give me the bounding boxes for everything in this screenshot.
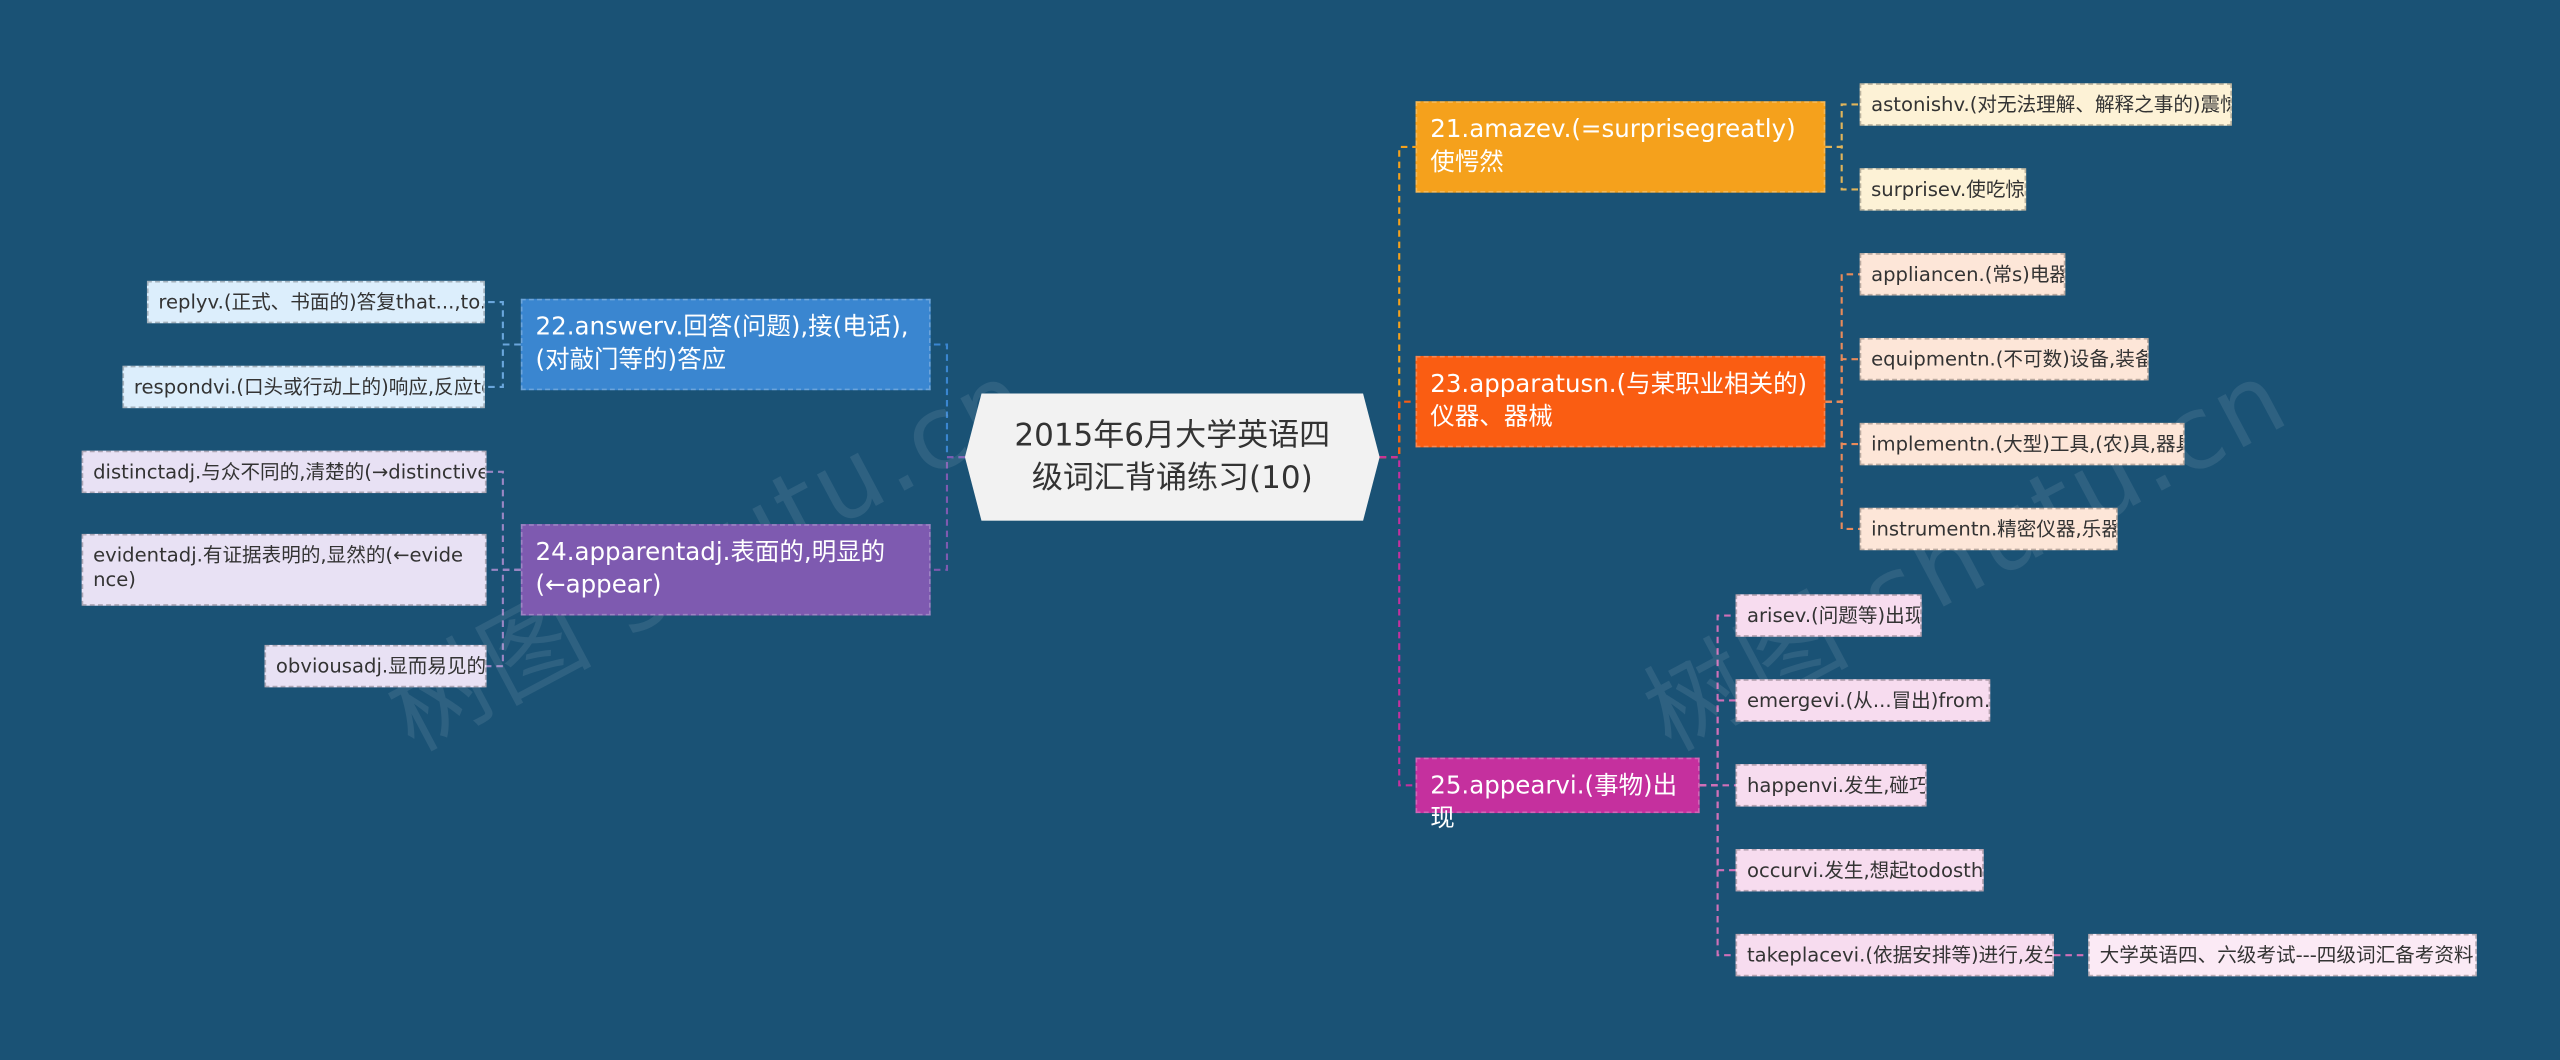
leaf-appliance[interactable]: appliancen.(常s)电器: [1859, 253, 2066, 296]
leaf-respond[interactable]: respondvi.(口头或行动上的)响应,反应to: [122, 365, 485, 409]
branch-25-appear[interactable]: 25.appearvi.(事物)出现: [1415, 757, 1700, 833]
leaf-takeplace[interactable]: takeplacevi.(依据安排等)进行,发生: [1735, 933, 2054, 977]
leaf-evident[interactable]: evidentadj.有证据表明的,显然的(←evidence): [81, 533, 487, 606]
connector-b24-obvious: [486, 568, 521, 668]
leaf-reply[interactable]: replyv.(正式、书面的)答复that...,to...: [146, 280, 485, 324]
connector-b23-leaf-3: [1825, 400, 1860, 531]
branch-24-apparent[interactable]: 24.apparentadj.表面的,明显的(←appear): [520, 524, 931, 616]
branch-23-apparatus[interactable]: 23.apparatusn.(与某职业相关的)仪器、器械: [1415, 355, 1826, 448]
connector-b25-leaf-1: [1699, 699, 1736, 787]
connector-b25-leaf-4: [1699, 784, 1736, 957]
leaf-instrument[interactable]: instrumentn.精密仪器,乐器: [1859, 507, 2118, 551]
connector-b22-respond: [484, 343, 521, 389]
leaf-equipment[interactable]: equipmentn.(不可数)设备,装备: [1859, 337, 2149, 381]
center-topic[interactable]: 2015年6月大学英语四级词汇背诵练习(10): [964, 393, 1380, 521]
connector-center-b21: [1379, 145, 1416, 459]
connector-b24-distinct: [486, 470, 521, 571]
connector-b23-leaf-1: [1825, 358, 1860, 403]
connector-b21-astonish: [1825, 103, 1860, 149]
leaf-astonish[interactable]: astonishv.(对无法理解、解释之事的)震惊: [1859, 83, 2232, 126]
leaf-exam-resource[interactable]: 大学英语四、六级考试---四级词汇备考资料: [2088, 933, 2477, 977]
leaf-obvious[interactable]: obviousadj.显而易见的: [264, 644, 487, 688]
leaf-implement[interactable]: implementn.(大型)工具,(农)具,器具: [1859, 422, 2185, 466]
leaf-distinct[interactable]: distinctadj.与众不同的,清楚的(→distinctive): [81, 450, 487, 494]
connector-center-b24: [930, 456, 965, 571]
connector-center-b23: [1379, 400, 1416, 459]
branch-21-amaze[interactable]: 21.amazev.(=surprisegreatly)使愕然: [1415, 101, 1826, 193]
connector-center-b22: [930, 343, 965, 459]
leaf-happen[interactable]: happenvi.发生,碰巧: [1735, 764, 1927, 807]
connector-center-b25: [1379, 456, 1416, 787]
connector-b22-reply: [484, 300, 521, 346]
connector-b21-surprise: [1825, 145, 1860, 191]
leaf-emerge[interactable]: emergevi.(从...冒出)from...: [1735, 679, 1991, 722]
branch-22-answer[interactable]: 22.answerv.回答(问题),接(电话),(对敲门等的)答应: [520, 298, 931, 391]
leaf-occur[interactable]: occurvi.发生,想起todosth.: [1735, 849, 1984, 892]
leaf-surprise[interactable]: surprisev.使吃惊: [1859, 168, 2027, 211]
leaf-arise[interactable]: arisev.(问题等)出现: [1735, 594, 1922, 637]
